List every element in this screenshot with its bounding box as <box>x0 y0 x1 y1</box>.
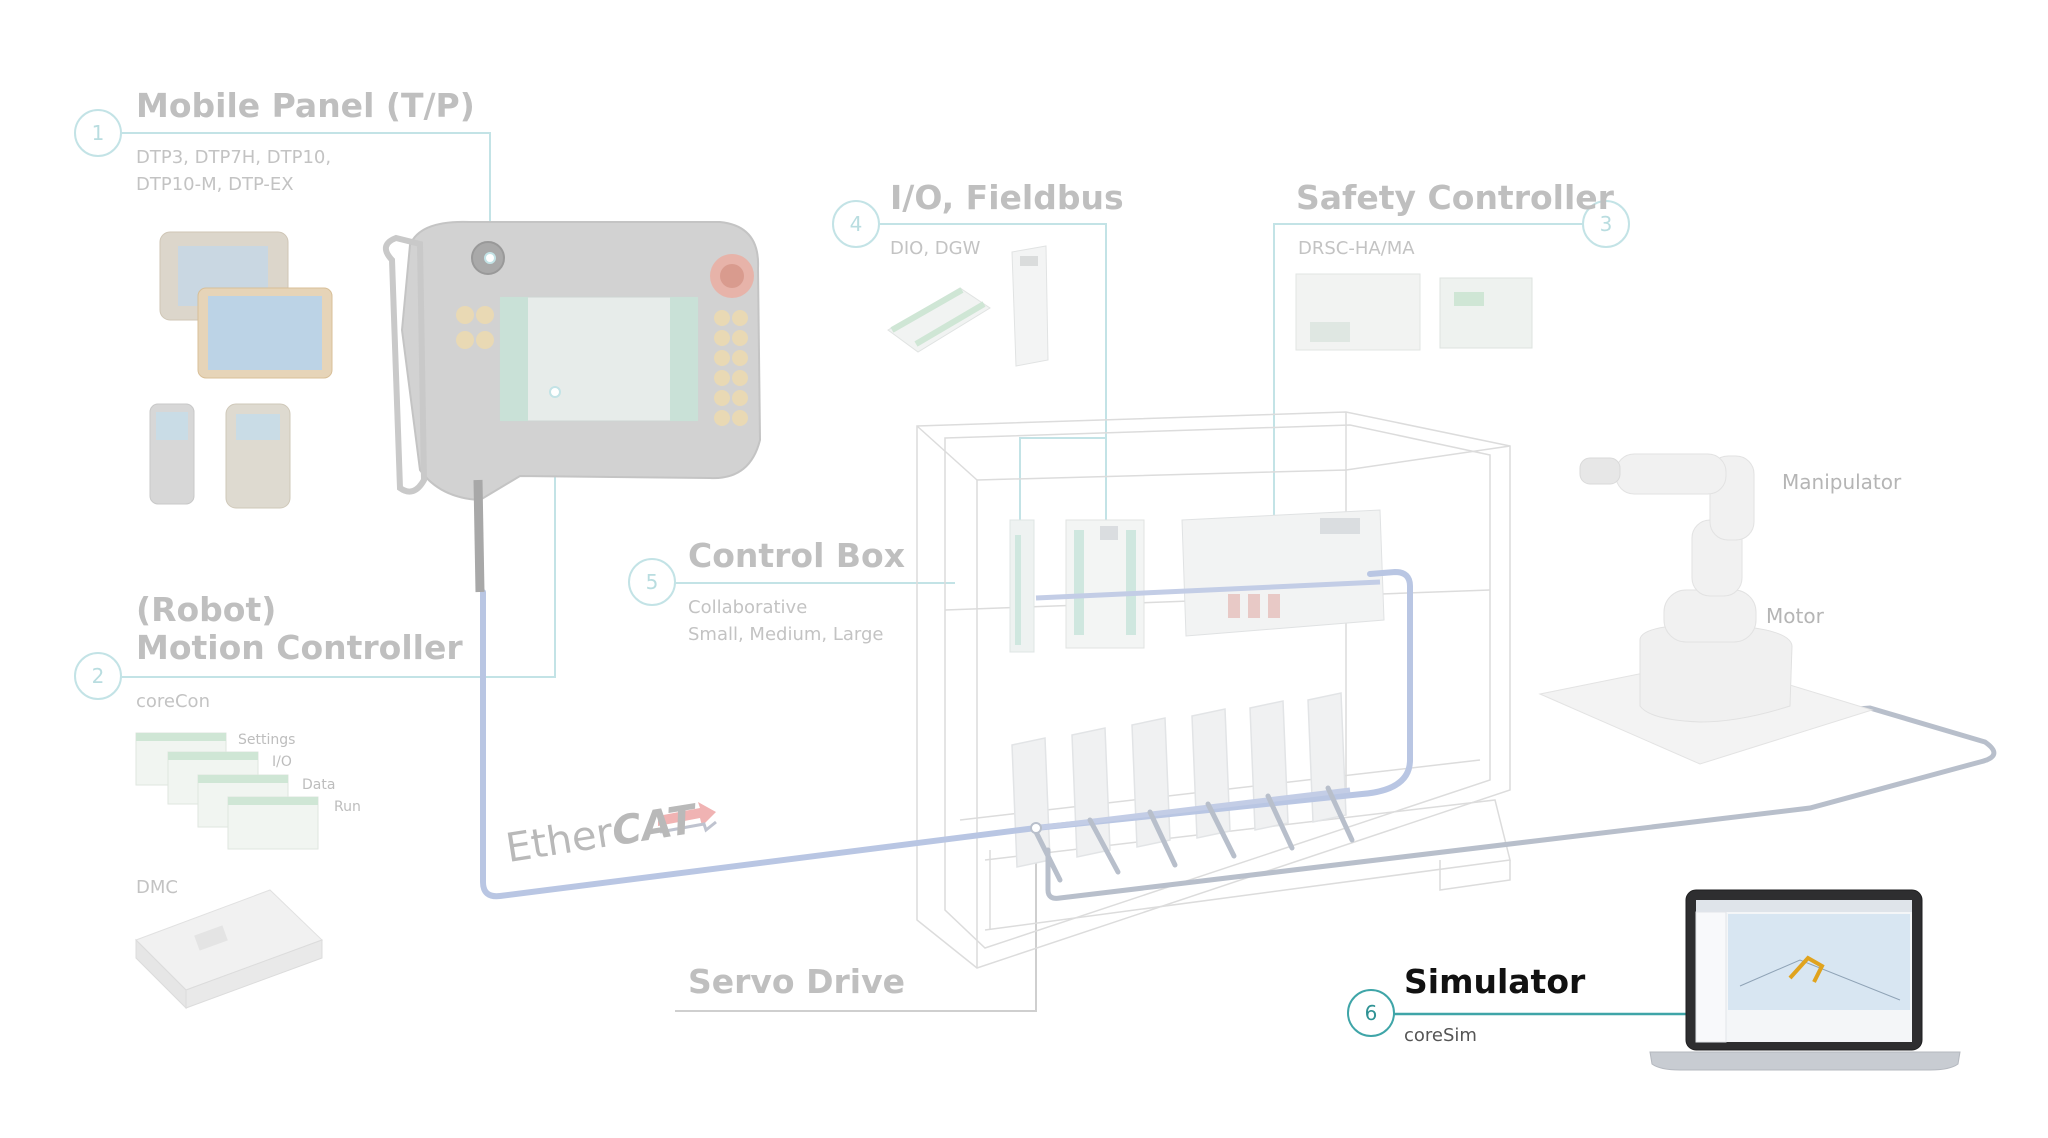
ethercat-arrow-icon <box>658 802 717 834</box>
io-fieldbus-devices <box>887 245 1049 367</box>
leader-lines <box>118 132 1582 678</box>
mobile-panel-models-line1: DTP3, DTP7H, DTP10, <box>136 147 332 168</box>
robot-manipulator-image <box>1538 453 1874 765</box>
corecon-label-data: Data <box>302 777 336 793</box>
badge-control-box: 5 <box>628 558 676 606</box>
io-module-gateway <box>1065 519 1145 649</box>
io-fieldbus-models: DIO, DGW <box>890 238 981 259</box>
leader-line-servo-drive <box>675 828 1037 1012</box>
motion-controller-title-line1: (Robot) <box>136 590 277 629</box>
control-box-title: Control Box <box>688 536 906 575</box>
corecon-screens <box>135 732 319 850</box>
corecon-label-settings: Settings <box>238 732 296 748</box>
simulator-title: Simulator <box>1404 962 1586 1001</box>
motion-controller-software: coreCon <box>136 691 210 712</box>
ethercat-cable-box <box>1035 579 1381 601</box>
servo-anchor-dot <box>1030 822 1042 834</box>
safety-controller-models: DRSC-HA/MA <box>1298 238 1415 259</box>
servo-drive-modules <box>1011 692 1347 868</box>
corecon-label-run: Run <box>334 799 361 815</box>
corecon-label-io: I/O <box>272 754 292 770</box>
leader-line-safety-controller <box>1273 223 1582 524</box>
manipulator-label: Manipulator <box>1782 470 1902 494</box>
control-box-type-line2: Small, Medium, Large <box>688 624 884 645</box>
teach-pendant-image <box>383 220 762 593</box>
safety-controller-board <box>1181 509 1385 637</box>
ethercat-cable <box>480 568 1413 900</box>
badge-io-fieldbus: 4 <box>832 200 880 248</box>
safety-controller-devices <box>1295 273 1533 351</box>
badge-simulator: 6 <box>1347 989 1395 1037</box>
mobile-panel-title: Mobile Panel (T/P) <box>136 86 475 125</box>
leader-line-io-fieldbus-2 <box>1019 437 1106 524</box>
dmc-device-image <box>135 889 323 1010</box>
dmc-label: DMC <box>136 877 178 898</box>
control-box-type-line1: Collaborative <box>688 597 808 618</box>
io-module-small <box>1009 519 1035 653</box>
badge-safety-controller: 3 <box>1582 200 1630 248</box>
simulator-software: coreSim <box>1404 1025 1477 1046</box>
servo-motor-cables <box>1032 785 1355 883</box>
motor-label: Motor <box>1766 604 1824 628</box>
mobile-panel-models-line2: DTP10-M, DTP-EX <box>136 174 294 195</box>
pendant-thumbnails <box>149 231 333 509</box>
servo-drive-title: Servo Drive <box>688 962 905 1001</box>
leader-line-mobile-panel <box>118 132 491 258</box>
motion-controller-title-line2: Motion Controller <box>136 628 463 667</box>
io-fieldbus-title: I/O, Fieldbus <box>890 178 1124 217</box>
laptop-simulator-image <box>1649 889 1961 1071</box>
safety-controller-title: Safety Controller <box>1296 178 1614 217</box>
badge-motion-controller: 2 <box>74 652 122 700</box>
leader-line-motion-controller <box>118 392 556 678</box>
control-box-wireframe <box>916 411 1511 969</box>
badge-mobile-panel: 1 <box>74 109 122 157</box>
servo-power-cable <box>1045 705 1997 901</box>
leader-line-io-fieldbus <box>878 223 1107 526</box>
